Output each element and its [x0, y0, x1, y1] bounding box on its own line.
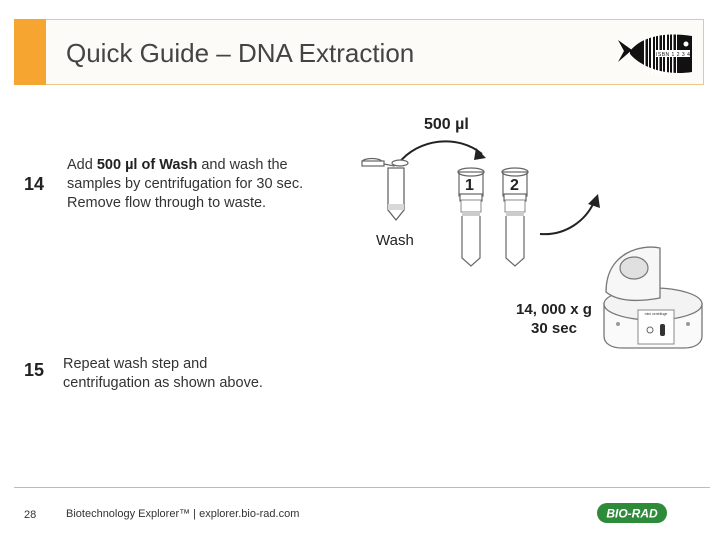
bio-rad-logo-text: BIO-RAD [606, 507, 658, 521]
step-14-line3: Remove flow through to waste. [67, 195, 267, 211]
bio-rad-logo-icon: BIO-RAD [597, 503, 667, 523]
centrifuge-settings: 14, 000 x g 30 sec [504, 300, 604, 338]
wash-label: Wash [376, 232, 414, 249]
step-15-text: Repeat wash step and centrifugation as s… [63, 355, 343, 393]
page-title: Quick Guide – DNA Extraction [66, 38, 415, 68]
header-box [14, 19, 704, 85]
step-14-prefix: Add [67, 157, 97, 173]
centrifuge-time: 30 sec [531, 320, 577, 337]
step-15-line2: centrifugation as shown above. [63, 375, 263, 391]
header-accent-bar [14, 19, 46, 85]
step-14-number: 14 [24, 174, 45, 194]
step-14-bold: 500 µl of Wash [96, 157, 198, 173]
tube-1-label: 1 [465, 177, 474, 194]
footer-text: Biotechnology Explorer™ | explorer.bio-r… [66, 508, 300, 520]
volume-label: 500 µl [424, 116, 469, 133]
centrifuge-icon: mini centrifuge [603, 246, 703, 349]
tube-2-label: 2 [510, 177, 519, 194]
page-number: 28 [24, 509, 37, 521]
tube-2-icon [501, 167, 529, 267]
logo-text: ISBN 1 2 3 4 [656, 52, 691, 58]
tube-1-icon [457, 167, 485, 267]
footer-divider [14, 487, 710, 488]
fish-barcode-logo-icon [618, 33, 692, 75]
centrifuge-speed: 14, 000 x g [516, 301, 592, 318]
sample-tubes-illustration [457, 167, 529, 267]
arrow-to-centrifuge-icon [539, 194, 600, 236]
step-14-rest: and wash the [197, 157, 288, 173]
svg-text:mini centrifuge: mini centrifuge [645, 312, 668, 316]
wash-tube-illustration [361, 140, 486, 222]
step-14-line2: samples by centrifugation for 30 sec. [67, 176, 304, 192]
step-15-number: 15 [24, 360, 45, 380]
step-14-text: Add 500 µl of Wash and wash the samples … [67, 156, 357, 213]
step-15-line1: Repeat wash step and [63, 356, 208, 372]
